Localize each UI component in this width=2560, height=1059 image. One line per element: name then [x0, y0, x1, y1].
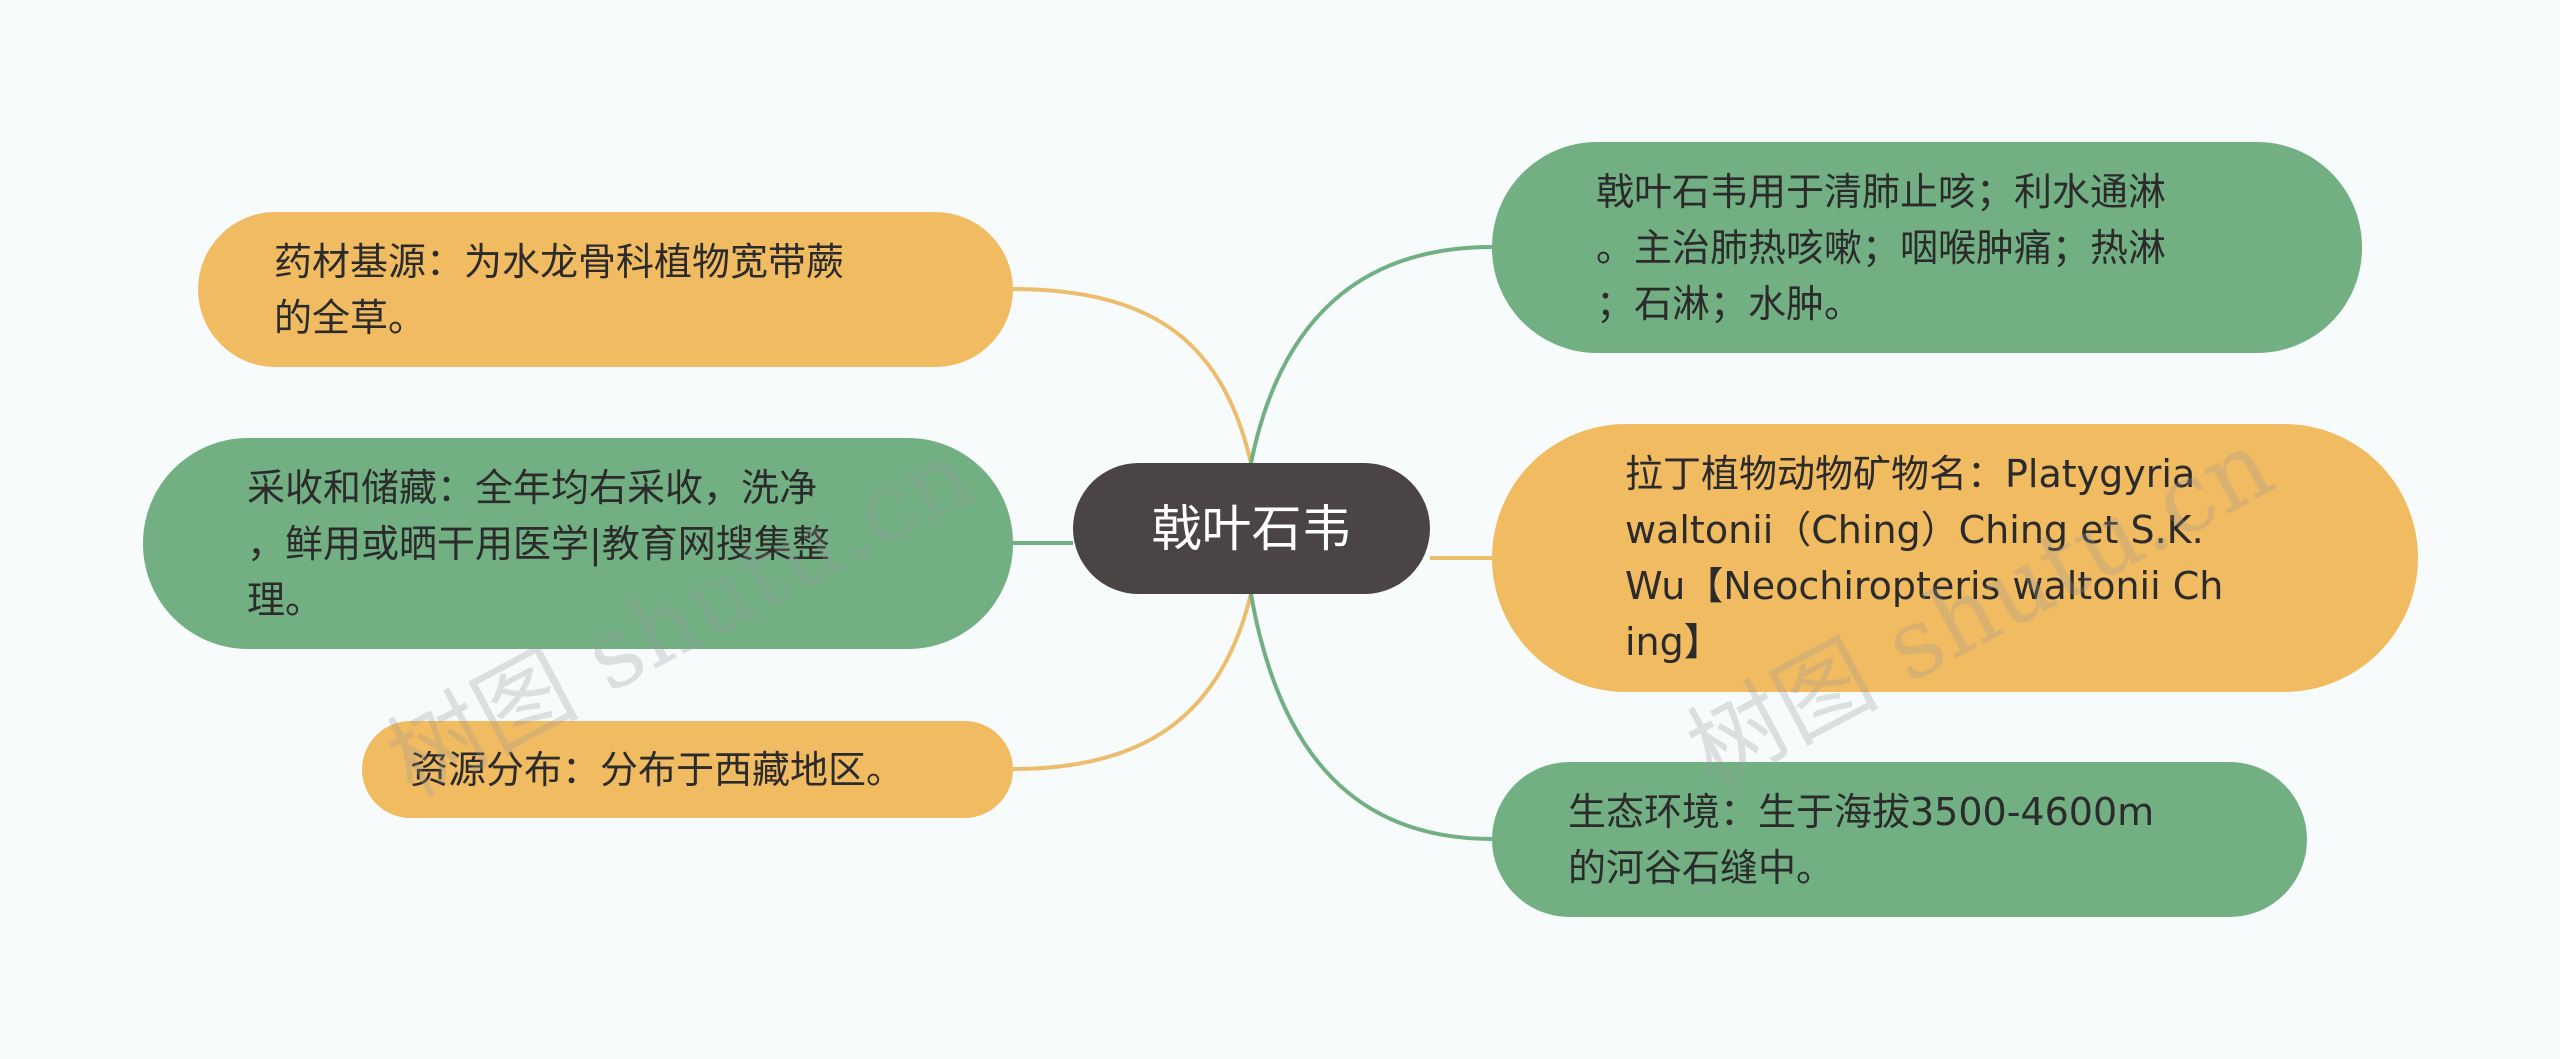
node-distribution[interactable]: 资源分布：分布于西藏地区。	[362, 721, 1013, 818]
node-habitat[interactable]: 生态环境：生于海拔3500-4600m 的河谷石缝中。	[1492, 762, 2307, 917]
node-medicinal-source-text: 药材基源：为水龙骨科植物宽带蕨 的全草。	[274, 239, 845, 340]
connector-left-1	[1012, 287, 1253, 464]
node-habitat-text: 生态环境：生于海拔3500-4600m 的河谷石缝中。	[1568, 789, 2155, 890]
connector-left-3	[1012, 593, 1253, 771]
node-medicinal-source[interactable]: 药材基源：为水龙骨科植物宽带蕨 的全草。	[198, 212, 1013, 367]
center-node-label: 戟叶石韦	[1151, 499, 1352, 558]
node-harvest-storage[interactable]: 采收和储藏：全年均右采收，洗净 ，鲜用或晒干用医学|教育网搜集整 理。	[143, 438, 1013, 649]
center-node[interactable]: 戟叶石韦	[1073, 463, 1430, 594]
node-efficacy[interactable]: 戟叶石韦用于清肺止咳；利水通淋 。主治肺热咳嗽；咽喉肿痛；热淋 ；石淋；水肿。	[1492, 142, 2362, 353]
connector-right-3	[1249, 593, 1493, 841]
node-harvest-storage-text: 采收和储藏：全年均右采收，洗净 ，鲜用或晒干用医学|教育网搜集整 理。	[247, 465, 830, 622]
connector-right-1	[1249, 245, 1493, 464]
node-efficacy-text: 戟叶石韦用于清肺止咳；利水通淋 。主治肺热咳嗽；咽喉肿痛；热淋 ；石淋；水肿。	[1596, 169, 2167, 326]
node-latin-name-text: 拉丁植物动物矿物名：Platygyria waltonii（Ching）Chin…	[1625, 452, 2224, 664]
node-distribution-text: 资源分布：分布于西藏地区。	[410, 747, 905, 792]
node-latin-name[interactable]: 拉丁植物动物矿物名：Platygyria waltonii（Ching）Chin…	[1492, 424, 2418, 692]
